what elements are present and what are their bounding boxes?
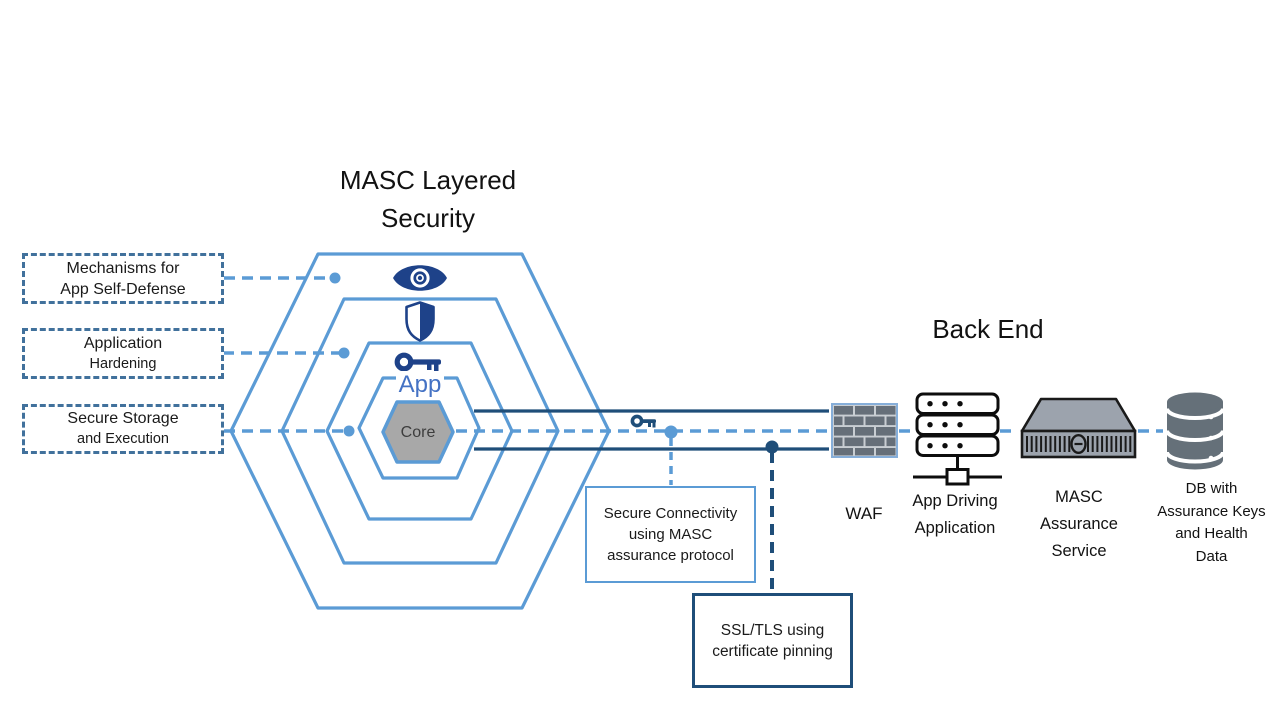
- hexagon-app: [357, 376, 481, 480]
- layer-box-line: Secure Storage: [67, 410, 179, 427]
- layer-box-line: Hardening: [89, 355, 157, 372]
- layer-box-line: and Execution: [77, 431, 169, 447]
- core-label: Core: [400, 424, 436, 441]
- connection-key-icon: [630, 414, 656, 428]
- layer-box-hardening: Application Hardening: [22, 328, 224, 379]
- layer-box-self-defense: Mechanisms for App Self-Defense: [22, 253, 224, 304]
- waf-label: WAF: [845, 504, 883, 523]
- callout-secure-connectivity: Secure Connectivity using MASC assurance…: [585, 486, 756, 583]
- server-rack-icon: [913, 392, 1002, 486]
- dot-defense: [329, 272, 341, 284]
- shield-icon: [405, 301, 435, 342]
- dashed-connectors: [223, 276, 1163, 485]
- hexagon-core: [381, 400, 455, 464]
- key-icon: [394, 352, 441, 372]
- app-driving-application-label: App Driving Application: [912, 492, 998, 537]
- db-label: DB with Assurance Keys and Health Data: [1157, 480, 1266, 565]
- network-appliance-icon: [1020, 397, 1137, 459]
- layer-box-line: Application: [83, 334, 163, 352]
- app-layer-label: App: [396, 371, 444, 399]
- callout-ssl-tls: SSL/TLS using certificate pinning: [692, 593, 853, 688]
- dot-ssl: [765, 440, 779, 454]
- masc-assurance-service-label: MASC Assurance Service: [1040, 488, 1118, 560]
- eye-icon: [393, 265, 447, 291]
- layer-box-secure-storage: Secure Storage and Execution: [22, 404, 224, 454]
- diagram-title: MASC Layered Security: [339, 165, 517, 233]
- backend-title: Back End: [932, 314, 1044, 344]
- dot-storage: [343, 425, 355, 437]
- firewall-brick-wall-icon: [831, 403, 898, 458]
- connector-dots: [329, 272, 779, 454]
- layer-box-line: App Self-Defense: [60, 280, 186, 298]
- dot-secure-connectivity: [664, 425, 678, 439]
- dot-hardening: [338, 347, 350, 359]
- hexagon-layer3: [325, 341, 514, 521]
- layer-box-line: Mechanisms for: [66, 259, 180, 277]
- database-cylinder-icon: [1165, 392, 1225, 470]
